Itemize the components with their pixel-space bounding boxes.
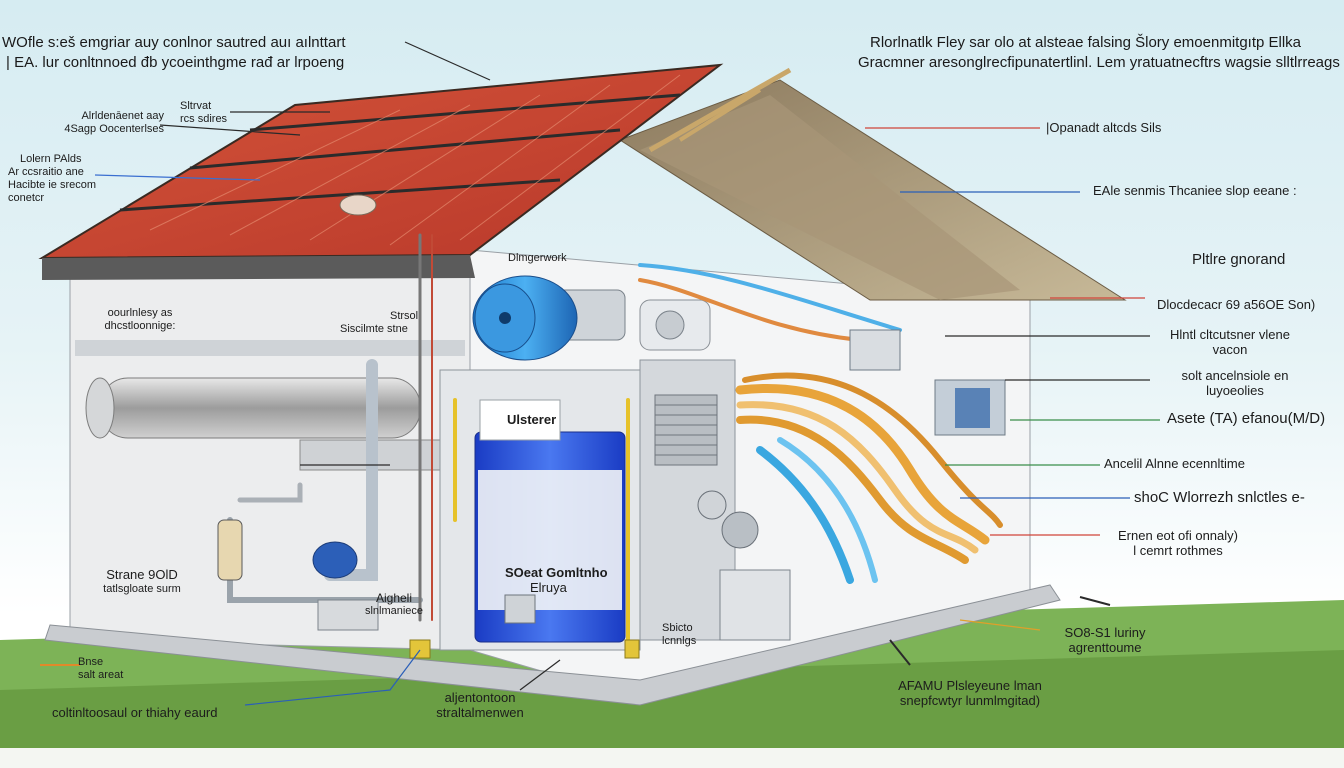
title-right-line-1: Rlorlnatlk Fley sar olo at alsteae falsi…: [870, 34, 1302, 51]
title-left-line-2: | EA. lur conltnnoed đb ycoeinthgme rađ …: [6, 54, 345, 71]
heat-pump-unit: [697, 329, 1006, 641]
water-tank-cabinet: [439, 359, 736, 651]
label-tank-mid: SOeat Gomltnho Elruya: [505, 565, 608, 595]
label-oparat: |Opanadt altcds Sils: [1046, 120, 1162, 135]
label-bottom-mid: aljentontoon straltalmenwen: [436, 690, 524, 720]
attic-interior: [618, 67, 1127, 301]
label-tank-top: Ulsterer: [507, 412, 557, 427]
label-asete: Asete (TA) efanou(M/D): [1167, 410, 1326, 427]
leader-lines: [40, 41, 1160, 706]
label-house-top: oourlnlesy as dhcstloonnige:: [104, 307, 176, 332]
label-solar-box: Alrldenāenet aay 4Sagp Oocenterlses: [64, 110, 164, 135]
label-pline: Pltlre gnorand: [1192, 251, 1286, 268]
label-shoc: shoC Wlorrezh snlctles e-: [1134, 489, 1305, 506]
label-ctl-blk: Sbicto lcnnlgs: [662, 622, 697, 647]
label-bottom-left: coltinltoosaul or thiahy eaurd: [52, 705, 218, 720]
label-strsol: Strsol Siscilmte stne: [340, 310, 419, 335]
label-solar-dot: Sltrvat rcs sdires: [180, 100, 228, 125]
refrigerant-lines: [453, 263, 1003, 642]
blower-fan: [472, 275, 711, 361]
label-sos: SO8-S1 luriny agrenttoume: [1064, 625, 1146, 655]
label-ghnell: Aigheli slnlmaniece: [364, 591, 424, 618]
label-ancelil: Ancelil Alnne ecennltime: [1104, 456, 1245, 471]
solar-roof: [38, 63, 724, 280]
label-ernen: Ernen eot ofi onnaly) l cemrt rothmes: [1118, 528, 1238, 558]
title-right-line-2: Gracmner aresonglrecfipunatertlinl. Lem …: [858, 54, 1340, 71]
label-slt: solt ancelnsiole en luyoeolies: [1181, 368, 1289, 398]
label-panel: Lolern PAlds Ar ccsraitio ane Hacibte ie…: [8, 153, 97, 204]
label-afamu: AFAMU Plsleyeune lman snepfcwtyr lunmlmg…: [898, 678, 1042, 708]
label-dloc: Dlocdecacr 69 a56OE Son): [1157, 297, 1316, 312]
label-strane: Strane 9OlD tatlsgloate surm: [103, 567, 181, 595]
label-eale: EAle senmis Thcaniee slop eeane :: [1093, 183, 1297, 198]
label-bnse: Bnse salt areat: [78, 656, 124, 681]
label-hlntl: Hlntl cltcutsner vlene vacon: [1170, 327, 1290, 357]
pump-components: [217, 519, 640, 659]
label-dlmgerwork: Dlmgerwork: [508, 252, 567, 264]
title-left-line-1: WOfle s:eš emgriar аuy conlnor sautred а…: [2, 34, 346, 51]
